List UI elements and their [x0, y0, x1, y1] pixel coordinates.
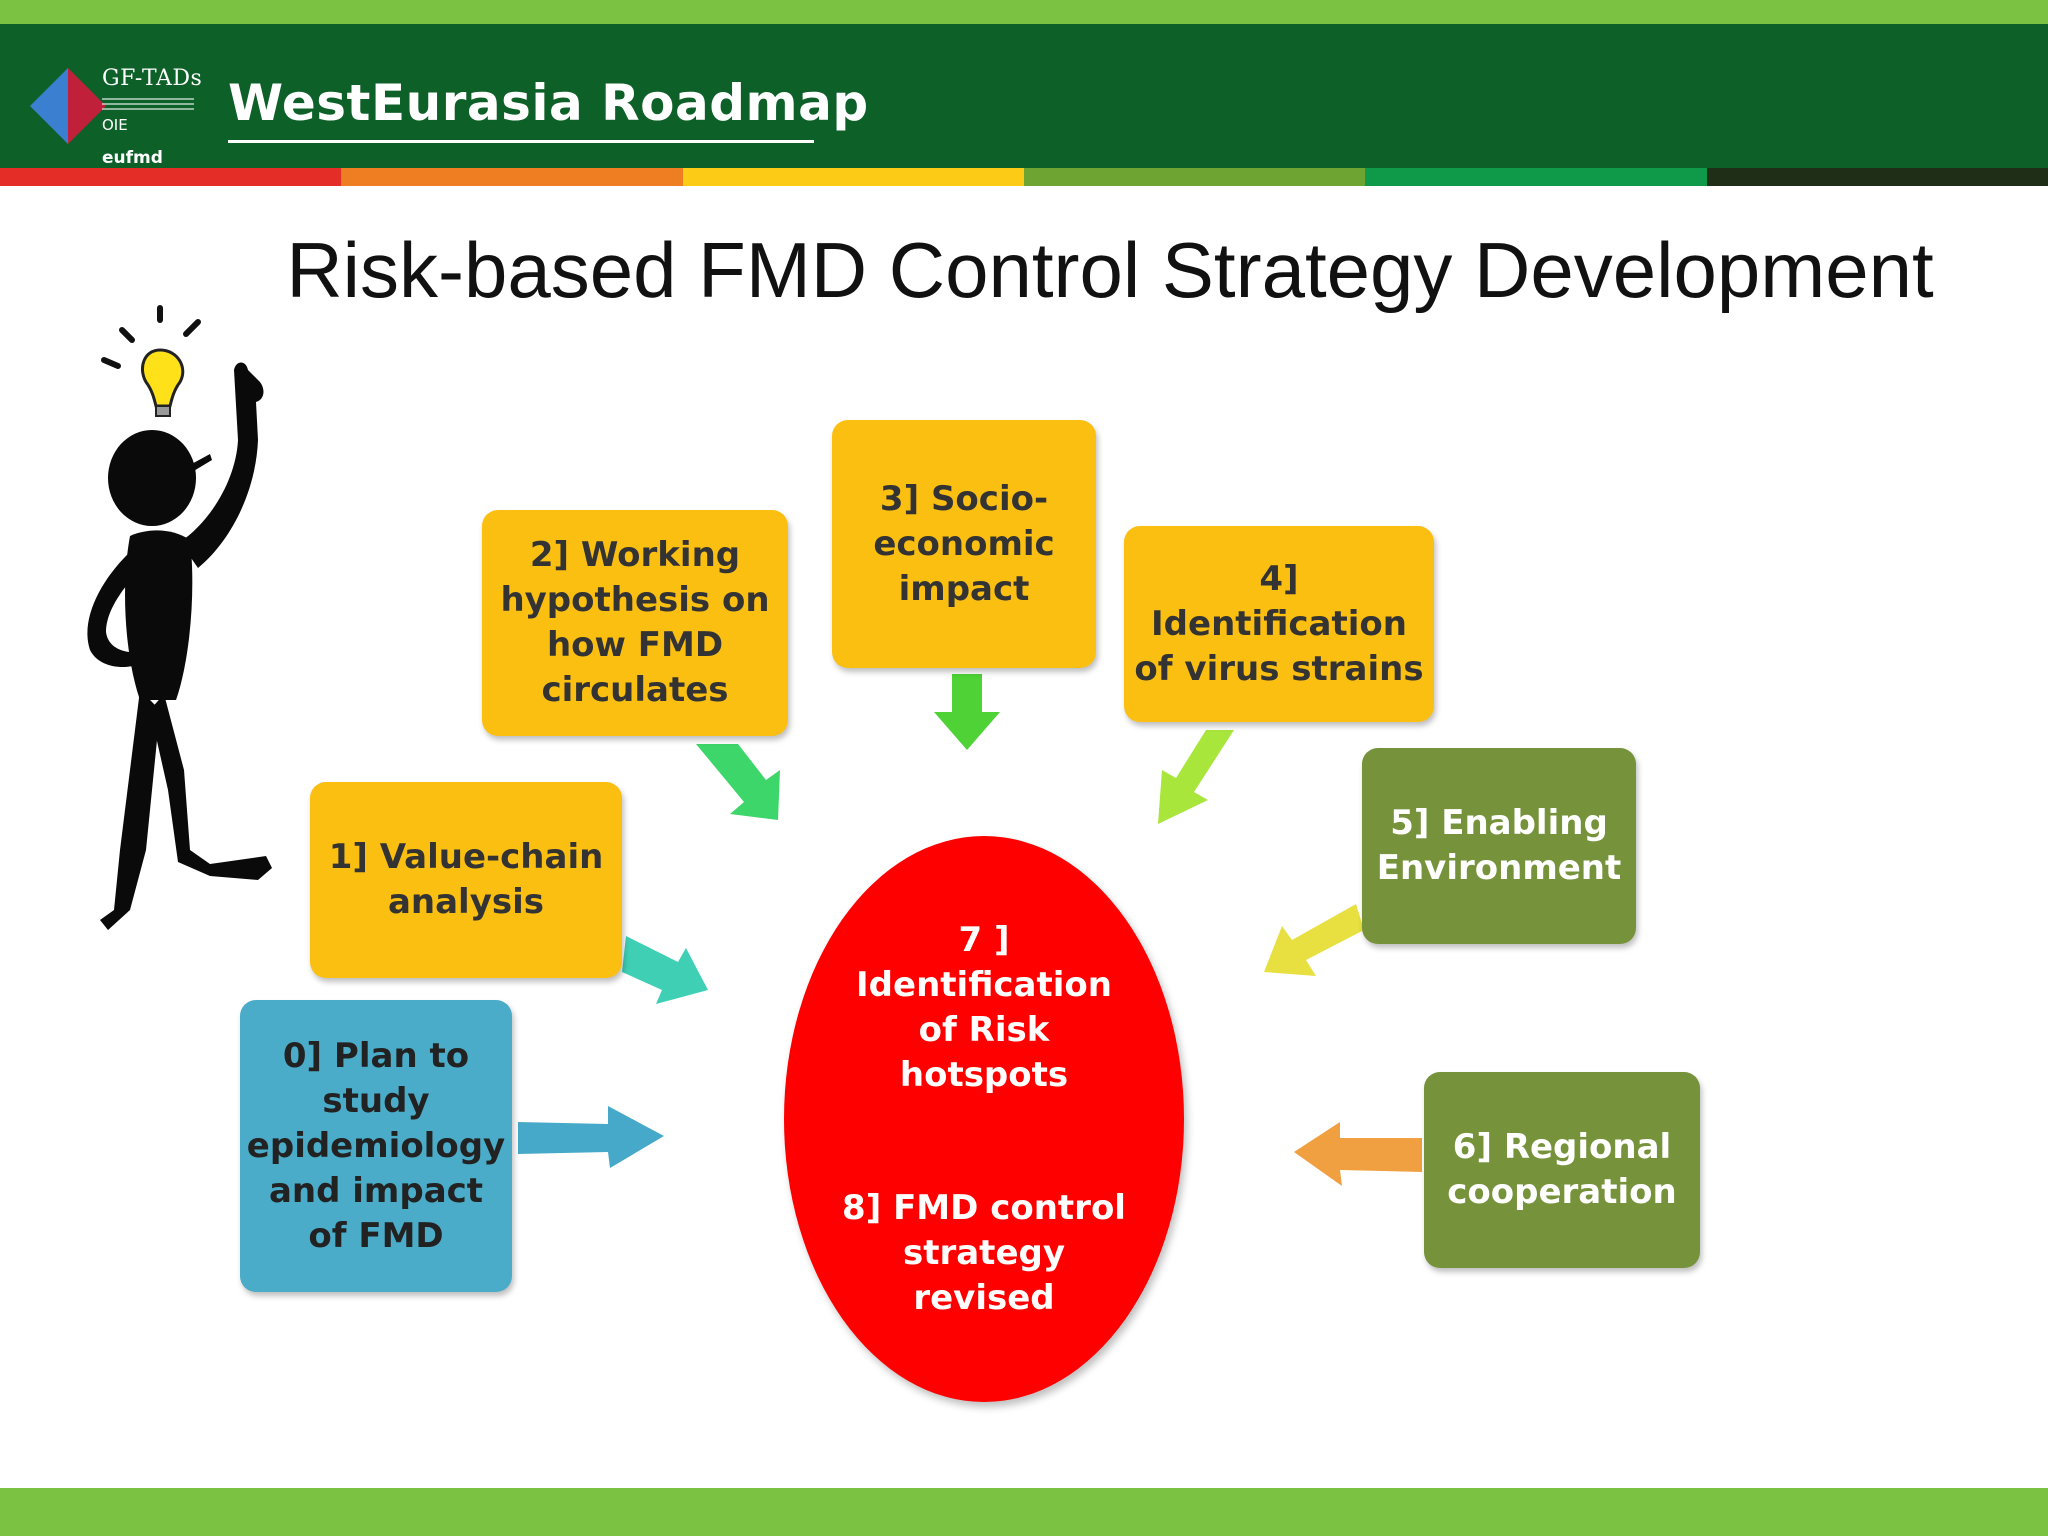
thinking-man-figure	[87, 305, 272, 930]
step-6-regional-cooperation: 6] Regional cooperation	[1424, 1072, 1700, 1268]
arrow-3-to-center	[934, 674, 1000, 750]
step-3-socio-economic-impact: 3] Socio-economic impact	[832, 420, 1096, 668]
center-risk-hotspots-ellipse: 7 ] Identification of Risk hotspots 8] F…	[784, 836, 1184, 1402]
color-stripe-orange	[341, 168, 683, 186]
color-stripe-red	[0, 168, 342, 186]
header-title: WestEurasia Roadmap	[228, 74, 869, 132]
arrow-0-to-center	[518, 1106, 664, 1168]
step-2-working-hypothesis: 2] Working hypothesis on how FMD circula…	[482, 510, 788, 736]
arrow-1-to-center	[622, 936, 708, 1004]
step-4-virus-strains: 4] Identification of virus strains	[1124, 526, 1434, 722]
color-stripe-dark	[1706, 168, 2048, 186]
step-0-plan-study: 0] Plan to study epidemiology and impact…	[240, 1000, 512, 1292]
logo-eufmd-text: eufmd	[102, 148, 163, 168]
header-band: GF-TADs OIE eufmd WestEurasia Roadmap	[0, 24, 2048, 168]
center-label-step-8: 8] FMD control strategy revised	[842, 1187, 1126, 1318]
top-green-strip	[0, 0, 2048, 24]
logo-oie-text: OIE	[102, 116, 128, 134]
gf-tads-diamond-logo	[30, 68, 106, 144]
logo-gf-tads-text: GF-TADs	[102, 66, 203, 91]
logo-fine-print	[102, 98, 194, 110]
step-5-enabling-environment: 5] Enabling Environment	[1362, 748, 1636, 944]
bottom-green-strip	[0, 1488, 2048, 1536]
arrow-4-to-center	[1158, 730, 1234, 824]
arrow-2-to-center	[696, 744, 780, 820]
arrow-6-to-center	[1294, 1122, 1422, 1186]
color-stripe-bar	[0, 168, 2048, 186]
center-label-step-7: 7 ] Identification of Risk hotspots	[856, 919, 1112, 1095]
page-title: Risk-based FMD Control Strategy Developm…	[286, 226, 1934, 314]
lightbulb-icon	[101, 305, 201, 417]
color-stripe-olive	[1023, 168, 1366, 186]
header-underline	[228, 140, 814, 143]
step-1-value-chain-analysis: 1] Value-chain analysis	[310, 782, 622, 978]
arrow-5-to-center	[1264, 904, 1364, 976]
color-stripe-yellow	[682, 168, 1024, 186]
color-stripe-green	[1365, 168, 1707, 186]
